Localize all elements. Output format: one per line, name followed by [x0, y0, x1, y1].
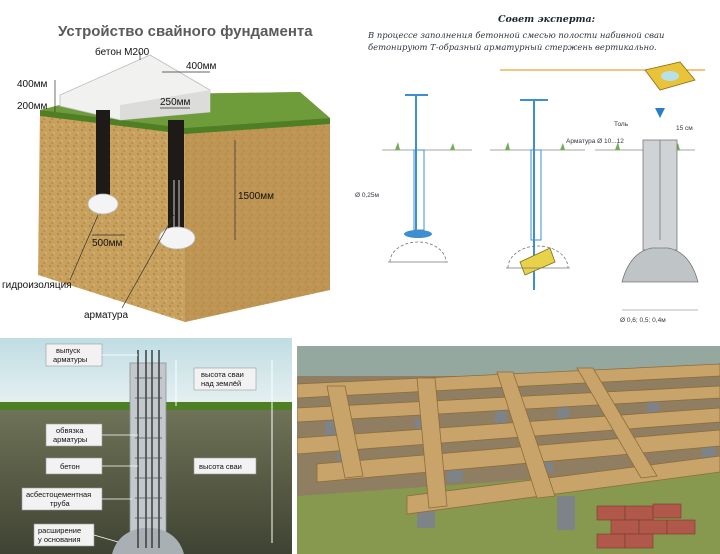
pile-right: [168, 120, 184, 230]
advice-text-line1: В процессе заполнения бетонной смесью по…: [367, 30, 664, 40]
svg-text:высота сваи: высота сваи: [199, 462, 242, 471]
timber-beams: [297, 363, 720, 515]
label-500mm: 500мм: [92, 238, 123, 249]
svg-text:труба: труба: [50, 499, 70, 508]
label-rebar: арматура: [84, 310, 128, 321]
pile-cross-section: выпуск арматуры высота сваи над землёй о…: [0, 338, 292, 554]
svg-text:бетон: бетон: [60, 462, 80, 471]
grillage-face: [120, 90, 210, 120]
pile-foundation-cutaway: Устройство свайного фундамента бетон М20…: [0, 0, 350, 335]
svg-text:асбестоцементная: асбестоцементная: [26, 490, 91, 499]
label-boxes: выпуск арматуры высота сваи над землёй о…: [21, 343, 257, 547]
label-waterproofing: гидроизоляция: [2, 280, 72, 291]
diagram-title: Устройство свайного фундамента: [58, 23, 313, 40]
advice-text-line2: бетонируют Т-образный арматурный стержен…: [368, 42, 657, 52]
label-diameter-left: Ø 0,25м: [355, 192, 380, 199]
label-200mm: 200мм: [17, 101, 48, 112]
rebar-ties: [135, 377, 162, 519]
timber-frame-illustration: [297, 346, 720, 554]
advice-heading: Совет эксперта:: [498, 14, 595, 25]
rebar-cage: [137, 350, 160, 548]
label-15cm: 15 см: [676, 125, 693, 132]
cutaway-illustration: Устройство свайного фундамента бетон М20…: [2, 23, 330, 322]
svg-text:у основания: у основания: [38, 535, 81, 544]
sketch-step-2: [506, 99, 570, 290]
label-400mm-top: 400мм: [186, 61, 217, 72]
sketch-step-1: Ø 0,25м: [355, 94, 448, 263]
label-250mm: 250мм: [160, 97, 191, 108]
brick-pile: [596, 503, 696, 549]
label-tol: Толь: [614, 121, 629, 128]
svg-text:арматуры: арматуры: [53, 435, 87, 444]
height-arrows: [175, 360, 273, 543]
pile-right-base: [158, 226, 196, 250]
grass-edge: [40, 110, 330, 134]
cross-section-illustration: выпуск арматуры высота сваи над землёй о…: [0, 338, 292, 554]
label-rebar-diameter: Арматура Ø 10...12: [566, 138, 624, 145]
svg-text:арматуры: арматуры: [53, 355, 87, 364]
dimension-lines: [54, 71, 236, 240]
svg-text:обвязка: обвязка: [56, 426, 84, 435]
pile-body: [129, 362, 167, 544]
svg-text:расширение: расширение: [38, 526, 81, 535]
pile-left-base: [87, 193, 119, 215]
svg-text:над землёй: над землёй: [201, 379, 241, 388]
label-1500mm: 1500мм: [238, 191, 274, 202]
label-400mm-left: 400мм: [17, 79, 48, 90]
advice-illustration: Совет эксперта: В процессе заполнения бе…: [355, 14, 705, 324]
pile-base-expansion: [112, 528, 184, 554]
label-concrete: бетон М200: [95, 46, 150, 58]
soil-side: [185, 118, 330, 322]
timber-frame-photo: [297, 346, 720, 554]
sketch-step-3: Толь 15 см Арматура Ø 10...12 Ø 0,6; 0,5…: [566, 61, 699, 324]
leader-lines: [93, 354, 138, 543]
svg-text:выпуск: выпуск: [56, 346, 81, 355]
svg-text:высота сваи: высота сваи: [201, 370, 244, 379]
expert-advice-sketch: Совет эксперта: В процессе заполнения бе…: [350, 0, 720, 335]
label-diameter-bottom: Ø 0,6; 0,5; 0,4м: [620, 317, 666, 324]
grass-tufts: [395, 142, 680, 150]
pile-left: [96, 110, 110, 198]
